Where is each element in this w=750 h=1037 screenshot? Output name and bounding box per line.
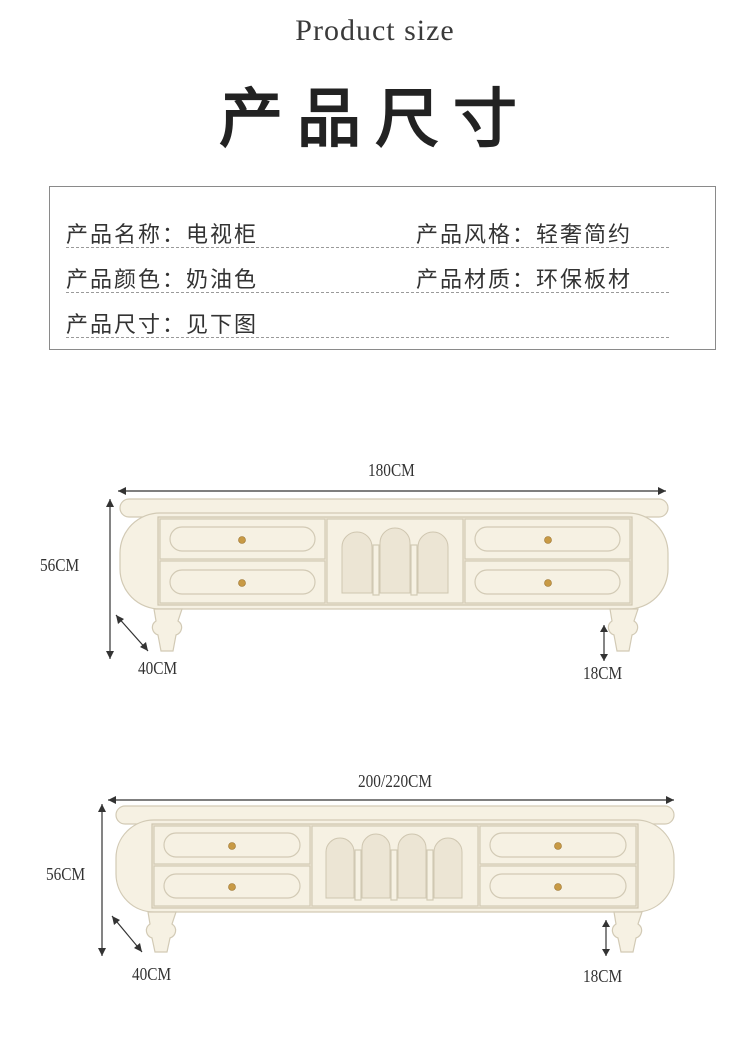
product-size: 产品尺寸：见下图 [66,313,259,338]
height-label: 56CM [46,864,86,884]
page-title: 产品尺寸 [219,82,531,157]
width-label: 200/220CM [358,771,432,791]
cabinet-drawing [106,487,669,661]
info-row: 产品颜色：奶油色 产品材质：环保板材 [66,252,669,293]
depth-label: 40CM [132,964,172,984]
width-label: 180CM [368,460,415,480]
leg-height-label: 18CM [583,966,623,986]
tv-cabinet-diagram-180: 180CM 56CM 40CM 18CM [0,455,750,695]
subtitle-english: Product size [295,14,455,47]
product-material: 产品材质：环保板材 [416,268,633,293]
info-row: 产品尺寸：见下图 [66,297,669,338]
product-color: 产品颜色：奶油色 [66,268,259,293]
height-label: 56CM [40,555,80,575]
info-row: 产品名称：电视柜 产品风格：轻奢简约 [66,207,669,248]
tv-cabinet-diagram-200-220: 200/220CM 56CM 40CM 18CM [0,766,750,1006]
product-style: 产品风格：轻奢简约 [416,223,633,248]
cabinet-drawing [98,796,675,956]
depth-label: 40CM [138,658,178,678]
leg-height-label: 18CM [583,663,623,683]
product-name: 产品名称：电视柜 [66,223,259,248]
product-info-table: 产品名称：电视柜 产品风格：轻奢简约 产品颜色：奶油色 产品材质：环保板材 产品… [49,186,716,350]
